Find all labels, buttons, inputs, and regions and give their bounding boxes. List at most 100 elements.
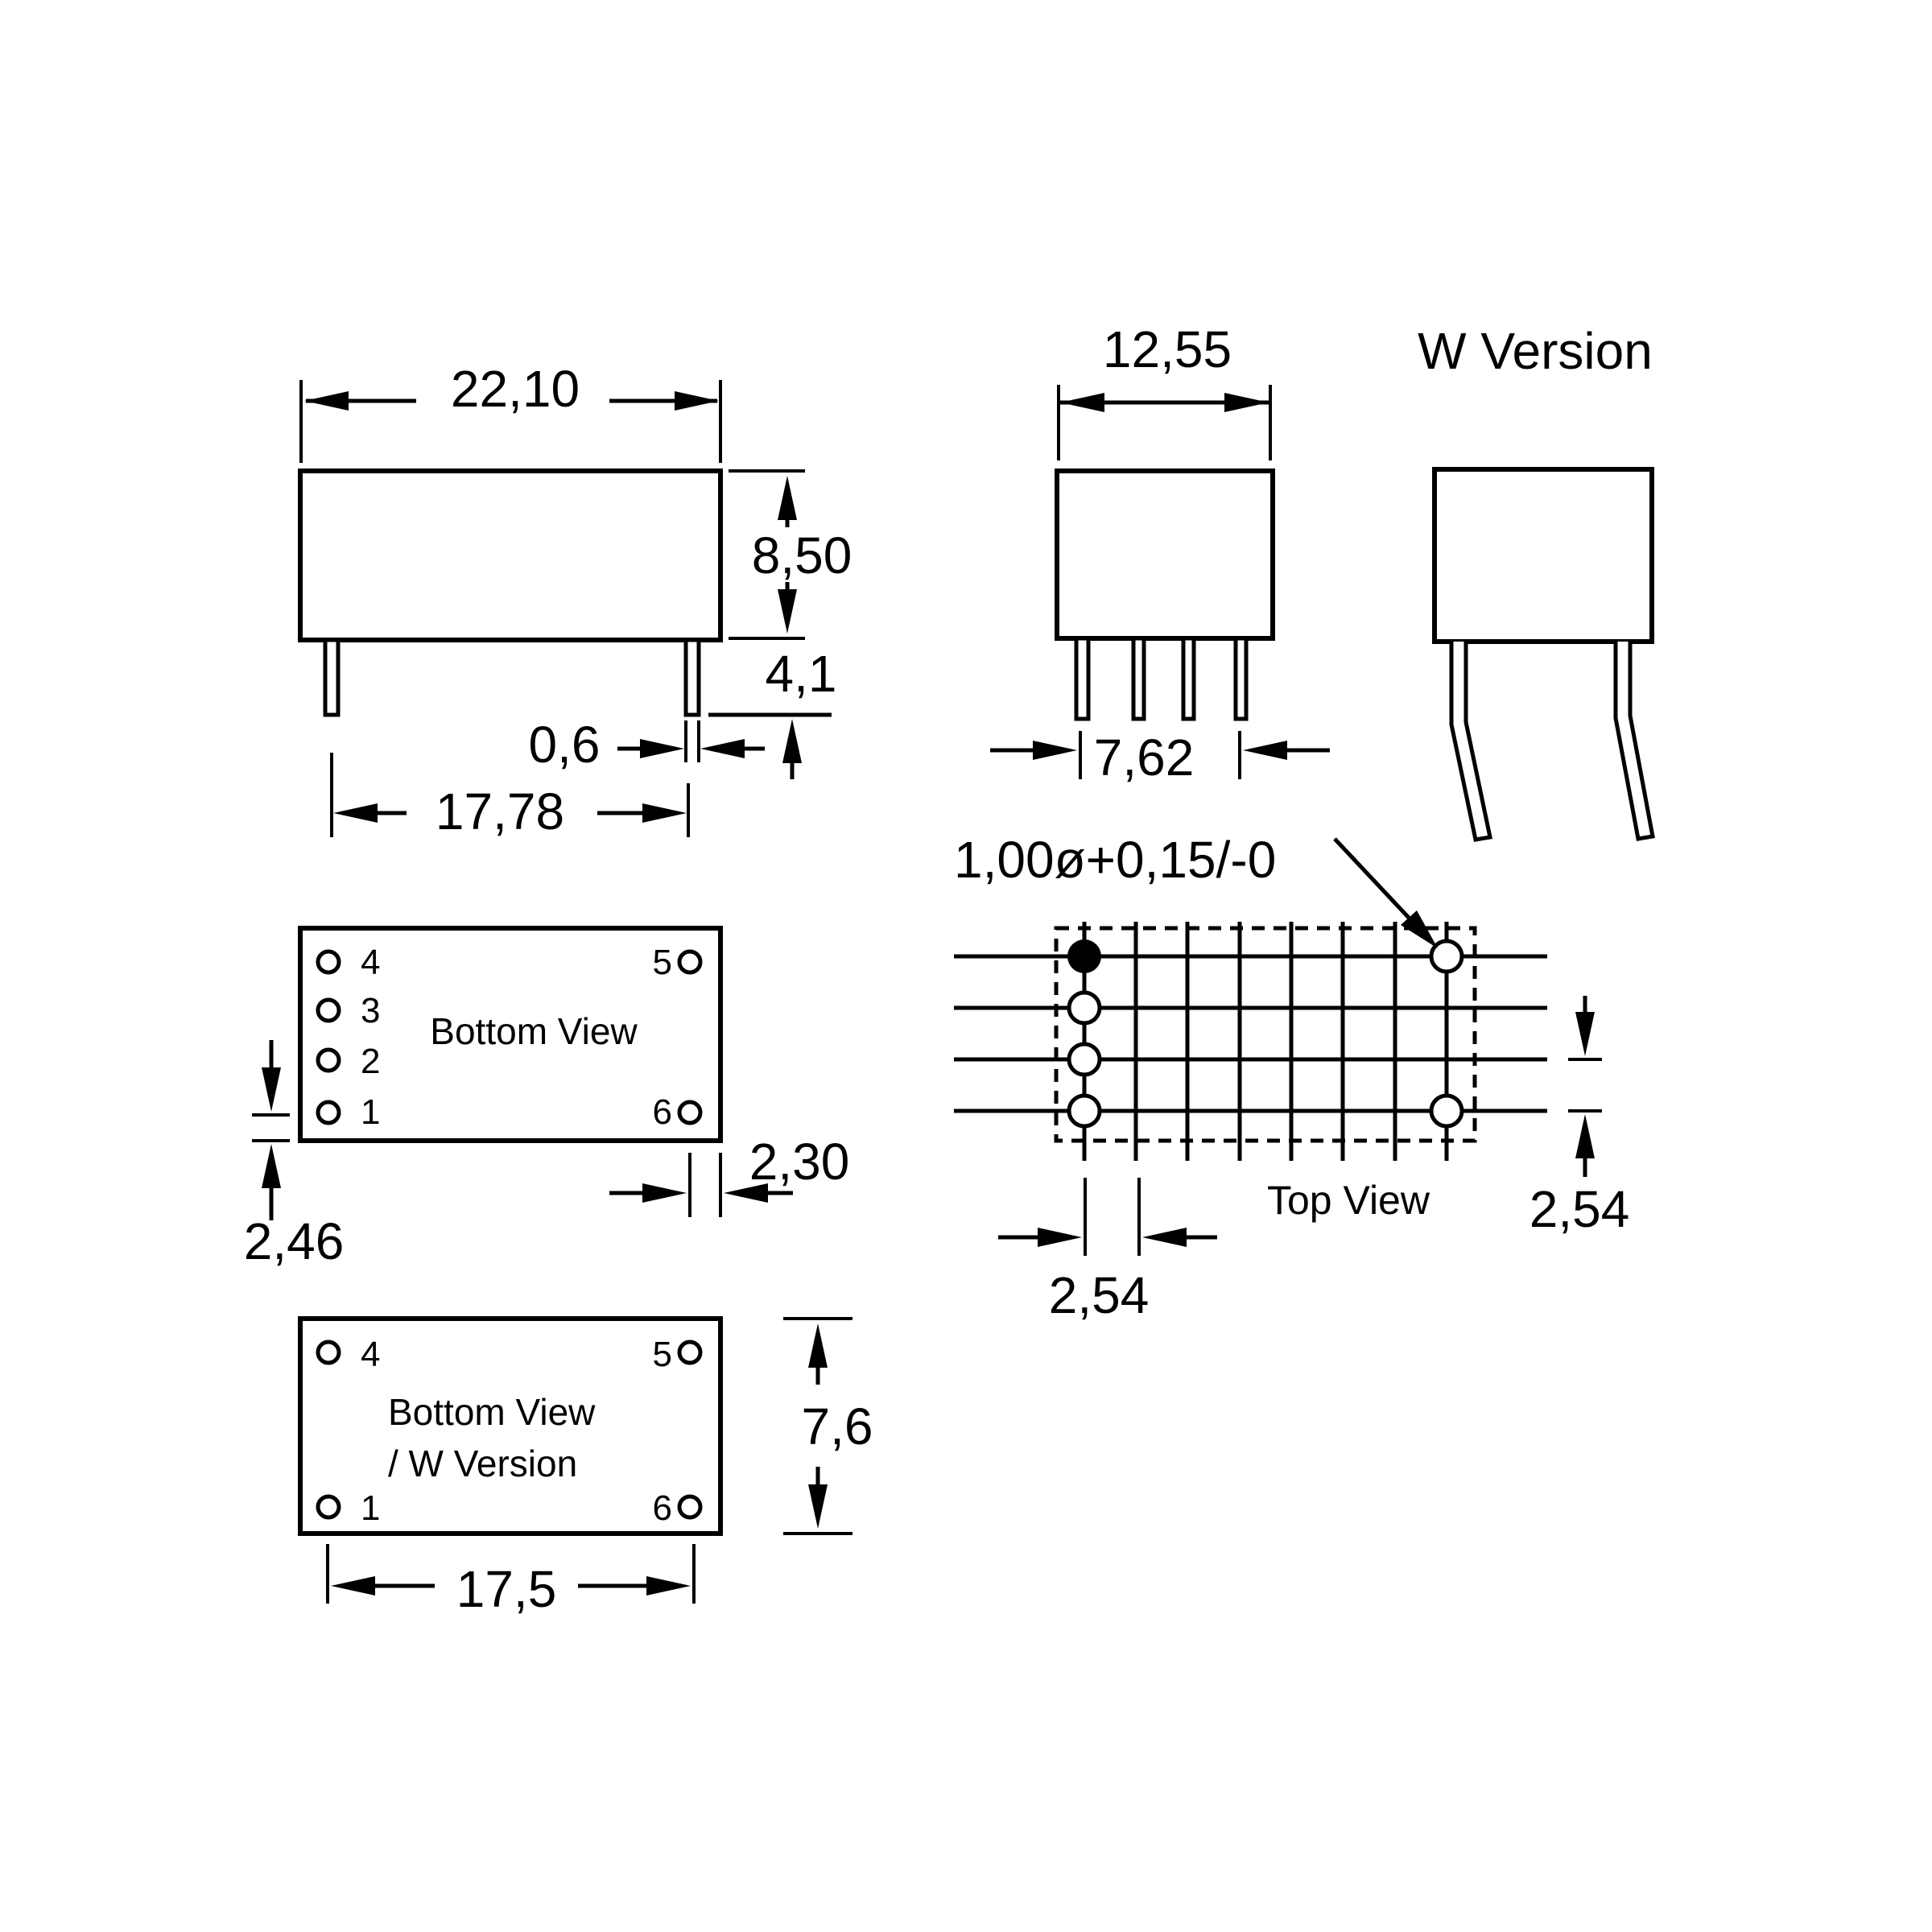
w-version-lead-right <box>1613 642 1655 841</box>
dim-side-pin-pitch: 17,78 <box>330 753 690 840</box>
dim-bw-height-label: 7,6 <box>802 1397 873 1455</box>
end-view-pin-2 <box>1131 636 1146 721</box>
bottom-view-w-body <box>298 1316 723 1536</box>
end-view-pin-4 <box>1233 636 1249 721</box>
arrowhead-up-icon <box>808 1323 828 1368</box>
pin-2-pad <box>316 1047 341 1073</box>
pin-3-label: 3 <box>361 991 380 1030</box>
hole-pin6 <box>1429 1093 1464 1129</box>
top-view: 1,00ø+0,15/-0 Top View 2,54 2,54 <box>954 831 1629 1324</box>
pin-1-label: 1 <box>361 1092 380 1132</box>
dim-bw-pin-pitch: 17,5 <box>326 1544 696 1618</box>
pin-6-pad <box>677 1100 703 1125</box>
top-view-caption: Top View <box>1267 1178 1430 1223</box>
hole-pin2 <box>1067 1042 1102 1077</box>
dim-end-pin-span: 7,62 <box>990 729 1330 786</box>
arrowhead-left-icon <box>724 1183 768 1203</box>
arrowhead-right-icon <box>640 739 684 758</box>
dim-side-width: 22,10 <box>299 360 722 463</box>
pin-4-pad <box>316 1340 341 1365</box>
pin-3-pad <box>316 997 341 1023</box>
dim-grid-pitch-y: 2,54 <box>1530 996 1629 1238</box>
arrowhead-left-icon <box>700 739 745 758</box>
pin-5-label: 5 <box>653 1335 672 1374</box>
arrowhead-right-icon <box>642 1183 687 1203</box>
pin-1-label: 1 <box>361 1488 380 1528</box>
arrowhead-right-icon <box>1224 393 1269 412</box>
arrowhead-up-icon <box>782 719 802 763</box>
side-view-body <box>298 469 723 642</box>
bottom-view-caption: Bottom View <box>430 1010 638 1052</box>
arrowhead-down-icon <box>808 1484 828 1529</box>
pin-4-label: 4 <box>361 1335 380 1374</box>
w-version-title: W Version <box>1418 322 1653 380</box>
hole-pin4-filled <box>1067 939 1101 973</box>
dim-bottom-pin6-edge: 2,30 <box>609 1133 849 1217</box>
arrowhead-down-icon <box>778 589 797 634</box>
arrowhead-right-icon <box>1033 741 1077 760</box>
arrowhead-left-icon <box>1243 741 1287 760</box>
arrowhead-left-icon <box>1142 1228 1187 1247</box>
dim-bottom-pin1-edge: 2,46 <box>244 1040 345 1270</box>
pin-5-pad <box>677 949 703 975</box>
hole-pin1 <box>1067 1093 1102 1129</box>
dim-end-width: 12,55 <box>1057 320 1272 460</box>
pin-6-pad <box>677 1494 703 1520</box>
arrowhead-up-icon <box>778 476 797 520</box>
bottom-view-w-caption-line1: Bottom View <box>388 1391 596 1433</box>
hole-pin3 <box>1067 990 1102 1026</box>
dim-side-height-label: 8,50 <box>752 526 852 584</box>
dim-bottom-pin6-edge-label: 2,30 <box>749 1133 850 1191</box>
end-view-pin-3 <box>1181 636 1196 721</box>
pin-1-pad <box>316 1494 341 1520</box>
hole-pin5 <box>1429 939 1464 974</box>
arrowhead-right-icon <box>1038 1228 1082 1247</box>
arrowhead-right-icon <box>642 803 687 823</box>
bottom-view-w: 4 1 5 6 Bottom View / W Version 7,6 17,5 <box>298 1316 873 1618</box>
callout-leader-line <box>1333 837 1410 919</box>
dim-side-pin-width: 0,6 <box>529 716 765 774</box>
pin-1-pad <box>316 1100 341 1125</box>
arrowhead-down-right-icon <box>1401 910 1438 948</box>
pin-6-label: 6 <box>653 1488 672 1528</box>
hole-note-label: 1,00ø+0,15/-0 <box>954 831 1276 889</box>
dim-grid-pitch-x: 2,54 <box>998 1178 1217 1324</box>
dim-bw-pin-pitch-label: 17,5 <box>456 1560 557 1618</box>
bottom-view-w-caption-line2: / W Version <box>388 1443 577 1484</box>
arrowhead-right-icon <box>675 391 719 411</box>
hole-callout: 1,00ø+0,15/-0 <box>954 831 1438 948</box>
dim-end-width-label: 12,55 <box>1103 320 1232 378</box>
dim-side-pin-length: 4,1 <box>708 645 836 779</box>
end-view: 12,55 7,62 <box>990 320 1330 786</box>
dim-bw-height: 7,6 <box>783 1317 873 1535</box>
side-view-pin-left <box>323 638 341 717</box>
w-version-body <box>1432 467 1654 644</box>
end-view-pin-1 <box>1074 636 1091 721</box>
dim-side-pin-width-label: 0,6 <box>529 716 601 774</box>
dim-side-width-label: 22,10 <box>451 360 580 418</box>
dim-bottom-pin1-edge-label: 2,46 <box>244 1212 345 1270</box>
arrowhead-down-icon <box>262 1067 281 1112</box>
side-view: 22,10 8,50 4,1 0,6 <box>298 360 852 840</box>
dim-grid-pitch-x-label: 2,54 <box>1049 1266 1150 1324</box>
dim-side-pin-length-label: 4,1 <box>766 645 837 703</box>
w-version-lead-left <box>1449 642 1492 842</box>
bottom-view: 4 3 2 1 5 6 Bottom View 2,46 2,30 <box>244 926 849 1270</box>
package-outline-dashed <box>1054 926 1477 1143</box>
side-view-pin-right <box>683 638 701 717</box>
arrowhead-left-icon <box>1060 393 1104 412</box>
pin-4-label: 4 <box>361 943 380 982</box>
pin-5-label: 5 <box>653 943 672 982</box>
arrowhead-left-icon <box>333 803 378 823</box>
dim-end-pin-span-label: 7,62 <box>1094 729 1195 786</box>
bottom-view-body <box>298 926 723 1143</box>
arrowhead-up-icon <box>262 1144 281 1188</box>
pin-2-label: 2 <box>361 1042 380 1081</box>
arrowhead-up-icon <box>1575 1114 1595 1158</box>
arrowhead-left-icon <box>331 1576 375 1596</box>
arrowhead-left-icon <box>304 391 349 411</box>
end-view-body <box>1055 469 1275 641</box>
